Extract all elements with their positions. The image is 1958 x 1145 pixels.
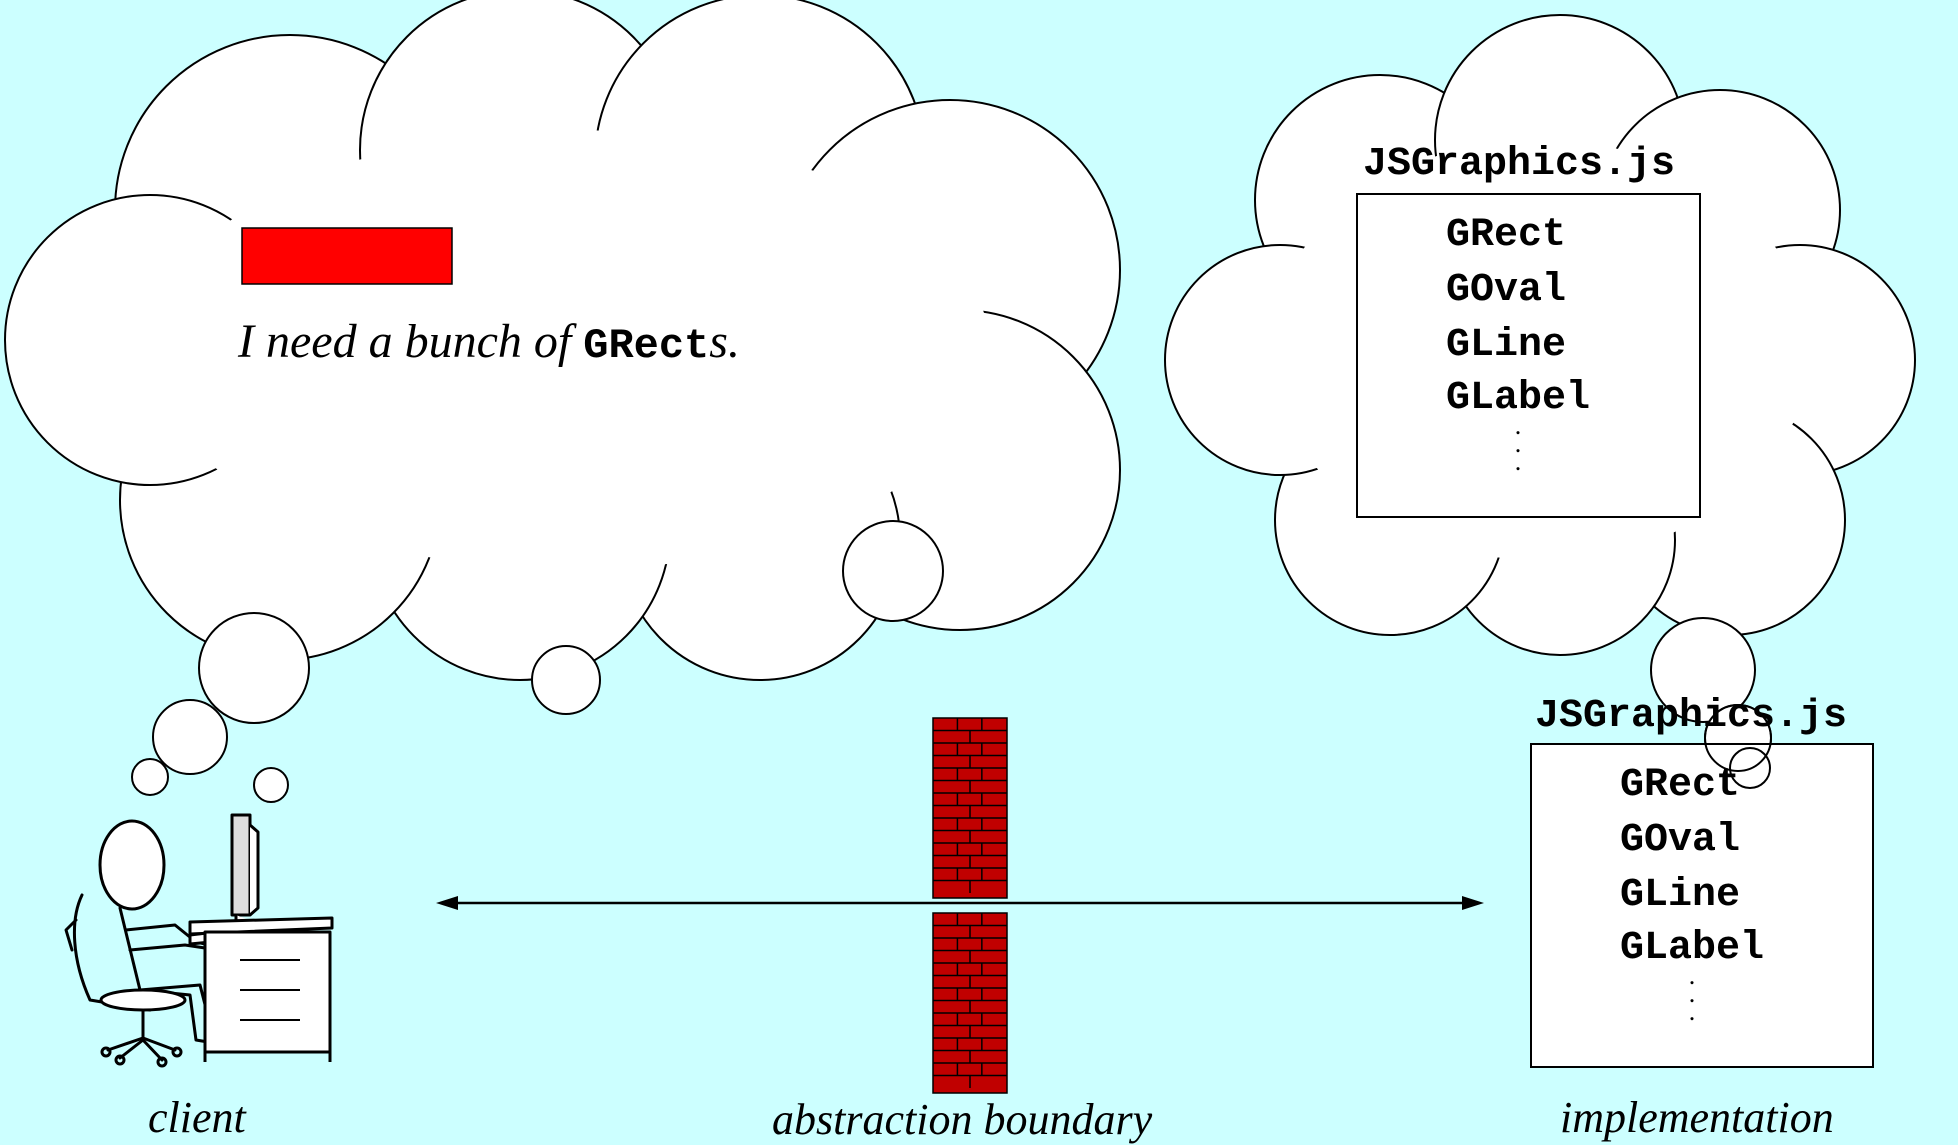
cloud-class-grect: GRect (1446, 213, 1567, 258)
impl-library-box: GRect GOval GLine GLabel . . . (1530, 743, 1874, 1068)
client-stick-figure (64, 819, 226, 1068)
impl-class-grect: GRect (1620, 763, 1741, 808)
thought-suffix: s. (709, 315, 740, 368)
cloud-library-filename: JSGraphics.js (1363, 142, 1676, 187)
impl-class-ellipsis: . . . (1688, 961, 1696, 1026)
impl-class-gline: GLine (1620, 873, 1741, 918)
implementation-label: implementation (1560, 1093, 1834, 1142)
brick-wall-lower (932, 912, 1008, 1094)
client-thought-text: I need a bunch of GRects. (238, 312, 740, 376)
brick-wall-upper (932, 717, 1008, 899)
thought-phrase: I need a bunch of (238, 315, 584, 368)
cloud-class-goval: GOval (1446, 268, 1567, 313)
abstraction-boundary-label: abstraction boundary (772, 1095, 1153, 1144)
thought-code-grect: GRect (583, 322, 710, 370)
impl-class-glabel: GLabel (1620, 926, 1765, 971)
cloud-library-box: GRect GOval GLine GLabel . . . (1356, 193, 1701, 518)
impl-class-goval: GOval (1620, 818, 1741, 863)
boundary-arrow (436, 896, 1484, 910)
impl-library-filename: JSGraphics.js (1535, 694, 1848, 739)
client-label: client (148, 1093, 246, 1142)
cloud-class-glabel: GLabel (1446, 376, 1591, 421)
red-grect-sample (241, 227, 453, 285)
client-thought-bubbles (131, 520, 944, 803)
cloud-class-gline: GLine (1446, 323, 1567, 368)
client-desk (188, 813, 334, 1062)
cloud-class-ellipsis: . . . (1514, 411, 1522, 476)
